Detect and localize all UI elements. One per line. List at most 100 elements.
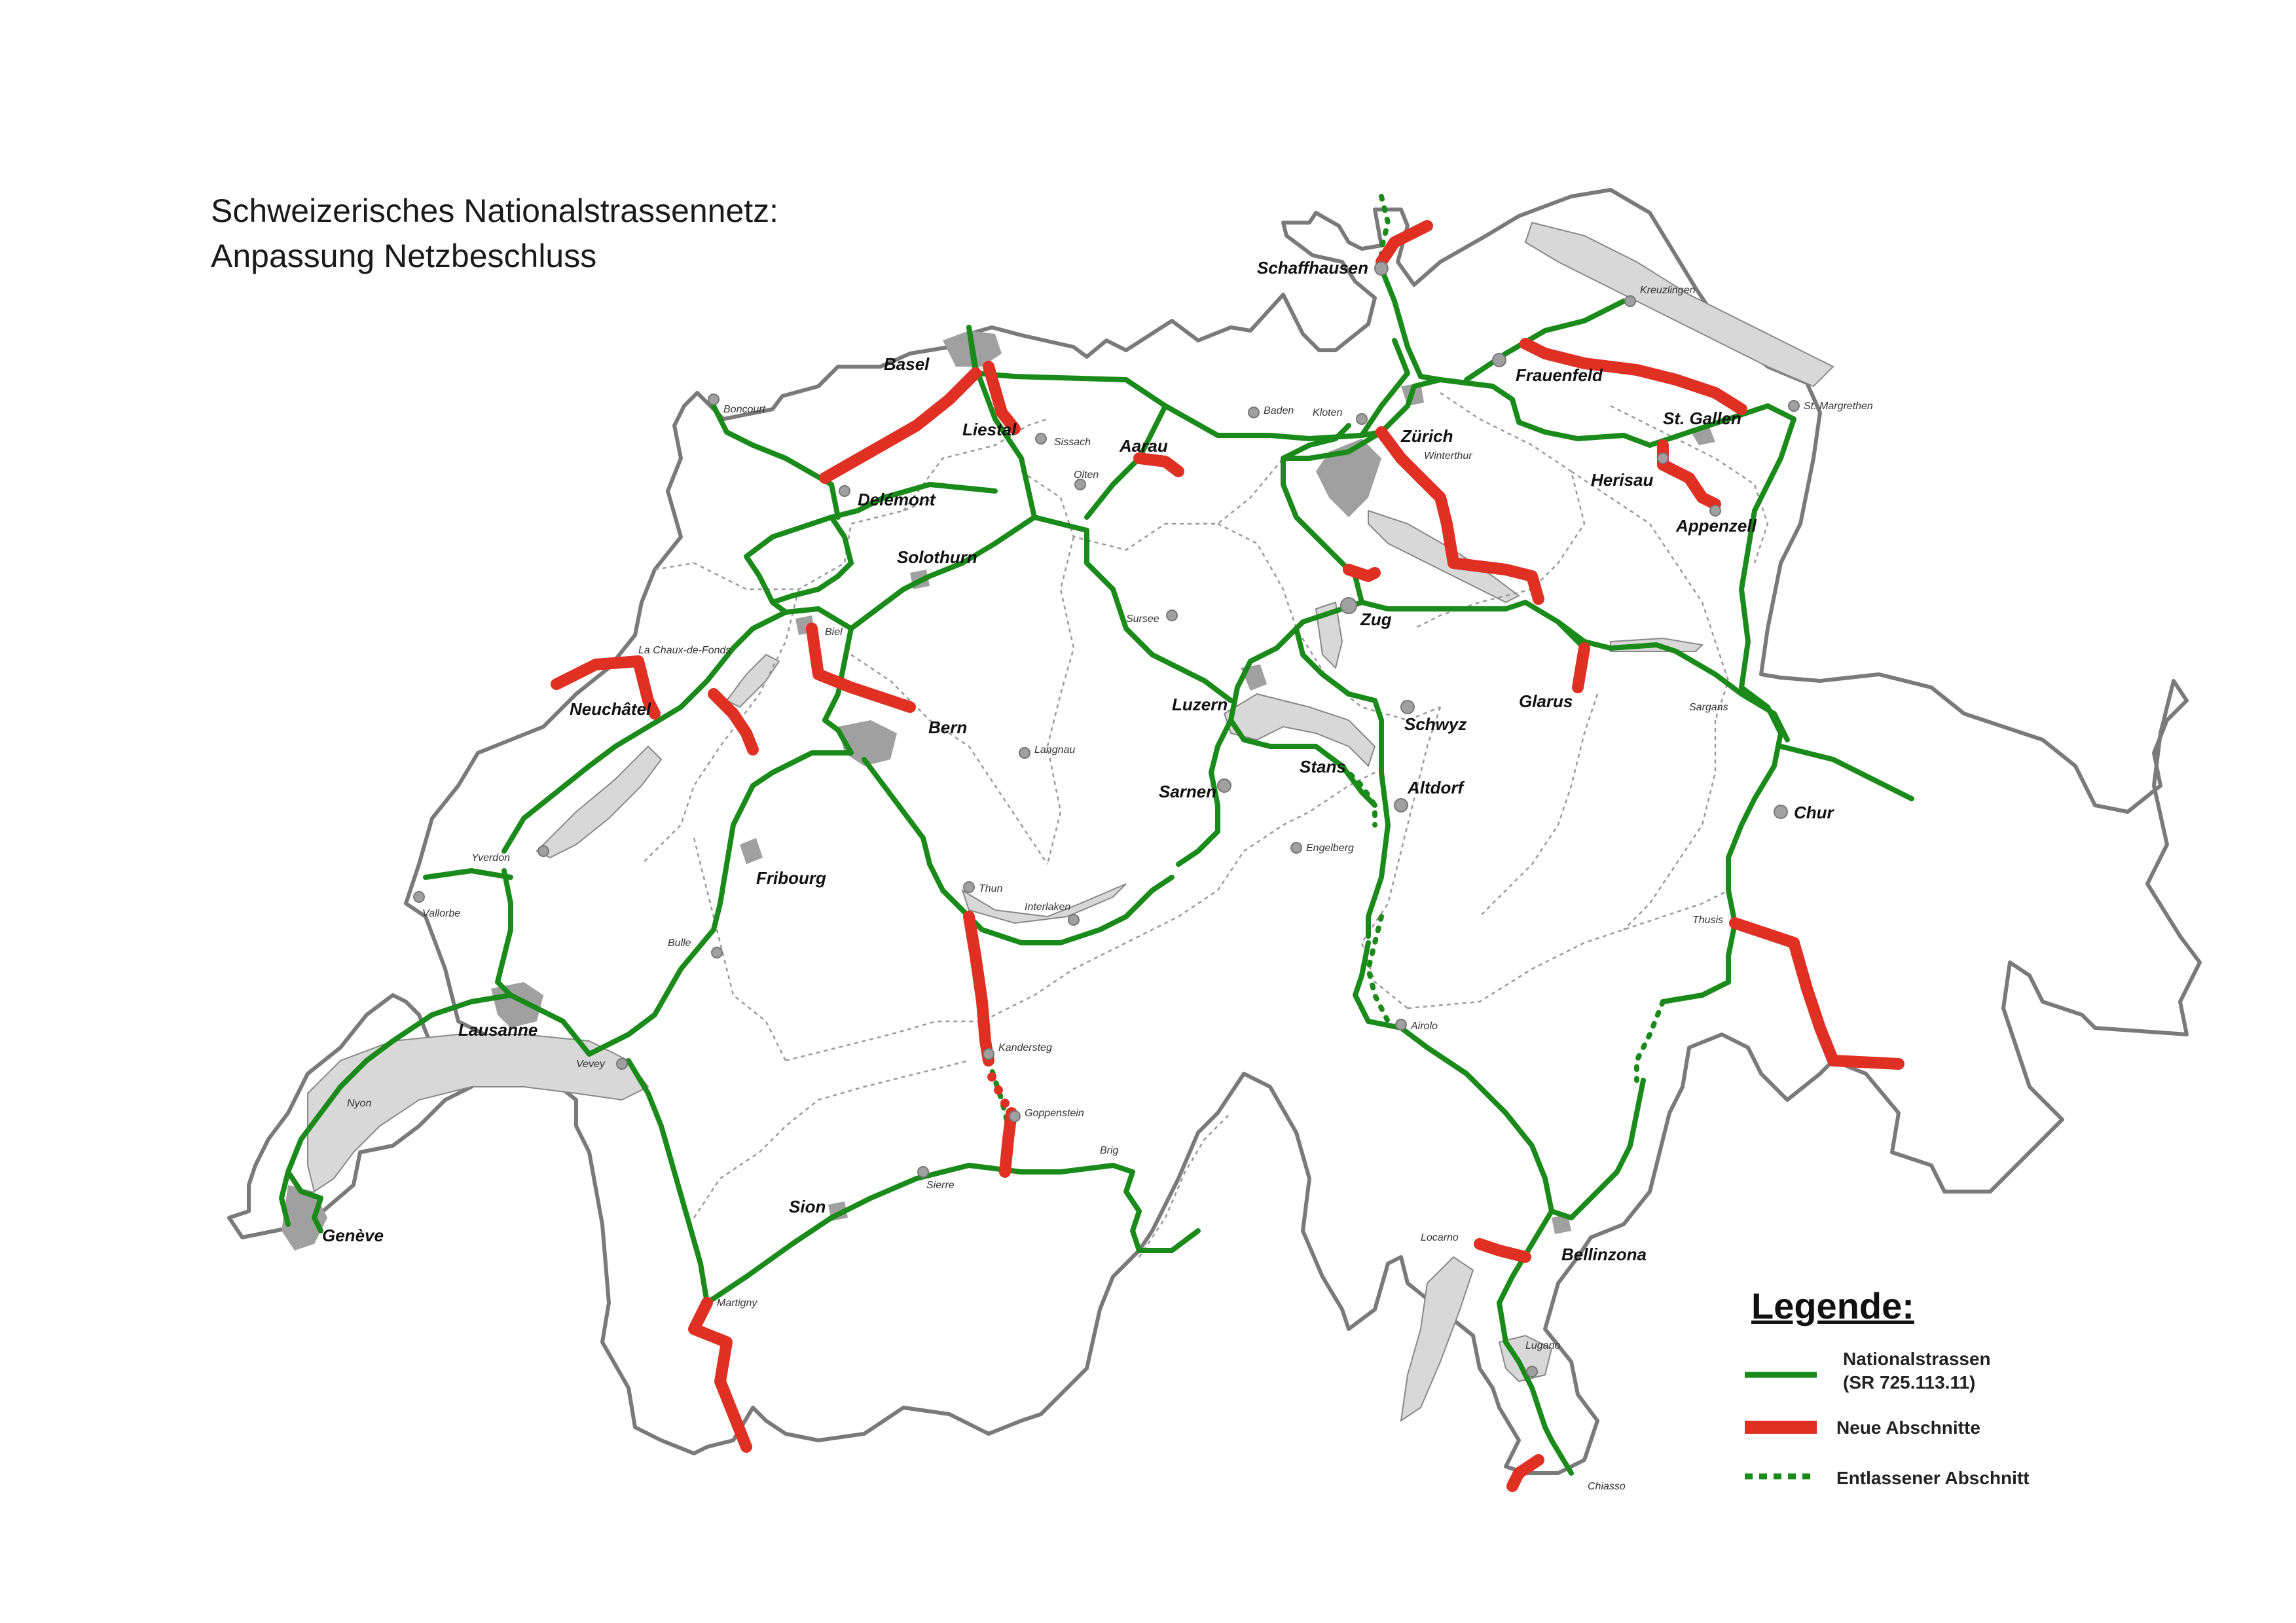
road-luzern-sarnen [1176,718,1233,867]
city-area-bellinzona [1552,1214,1571,1234]
new-frauenfeld-stgallen [1520,338,1747,415]
lakes [307,221,1834,1423]
marker-bulle [711,947,723,958]
label-stgallen: St. Gallen [1663,409,1741,428]
label-winterthur: Winterthur [1424,450,1472,462]
marker-appenzell [1709,505,1721,517]
label-lugano: Lugano [1525,1340,1560,1351]
city-area-lausanne [491,982,543,1028]
label-zug: Zug [1360,610,1392,629]
label-airolo: Airolo [1410,1021,1438,1032]
canton-borders [641,392,1769,1258]
road-martigny-brig [704,1163,1201,1305]
road-lausanne-geneve [279,993,513,1227]
road-olten-solothurn-bern [744,482,1037,631]
label-geneve: Genève [322,1226,384,1245]
marker-olten [1074,479,1086,490]
new-locarno [1474,1238,1531,1263]
road-zurich-zug [1281,429,1790,742]
label-solothurn: Solothurn [897,547,977,567]
new-bern-biel [806,623,916,713]
label-vevey: Vevey [576,1059,606,1070]
marker-herisau [1657,452,1669,464]
map-title: Schweizerisches Nationalstrassennetz: [211,192,779,229]
label-yverdon: Yverdon [471,852,510,864]
new-sections [551,220,1904,1492]
marker-delemont [839,485,850,497]
label-basel: Basel [884,354,930,374]
label-stmargrethen: St. Margrethen [1804,401,1873,412]
label-langnau: Langnau [1034,744,1075,756]
road-zurich-stgallen [1379,377,1796,690]
marker-altdorf [1394,798,1408,812]
marker-sursee [1166,610,1178,621]
marker-baden [1248,407,1260,418]
marker-zug [1340,597,1357,614]
lake-thun [961,883,1127,924]
kandersteg-dots [987,1072,1010,1108]
label-liestal: Liestal [962,420,1017,439]
label-martigny: Martigny [717,1298,757,1309]
city-area-fribourg [740,838,763,864]
lake-lugano [1498,1334,1553,1383]
city-area-geneve [282,1185,327,1250]
road-airolo-bellinzona [1366,1019,1554,1214]
road-geneve-links [285,1169,323,1233]
label-baden: Baden [1264,405,1294,416]
new-schaffhausen [1376,220,1433,268]
marker-stmargrethen [1788,400,1800,412]
road-airolo-link [1353,940,1371,1024]
marker-frauenfeld [1492,353,1506,367]
road-gotthard [1294,626,1391,939]
discharged-sections [986,194,1666,1129]
label-thun: Thun [979,883,1003,894]
lake-zug [1315,601,1343,669]
marker-engelberg [1290,842,1302,854]
new-liestal [983,361,1021,435]
label-sargans: Sargans [1689,702,1728,713]
road-basel-zurich [966,325,1384,441]
new-martigny-south [688,1297,752,1453]
label-kandersteg: Kandersteg [998,1042,1052,1053]
label-kreuzlingen: Kreuzlingen [1640,285,1696,296]
marker-chur [1774,805,1788,819]
road-zurich-airport [1281,423,1351,461]
label-appenzell: Appenzell [1675,516,1757,536]
lake-zurich [1368,509,1520,604]
road-zurich-nord [1359,338,1410,438]
discharged-sanbernardino [1634,999,1666,1083]
new-herisau-appenzell [1657,439,1721,510]
marker-kloten [1356,413,1368,425]
label-sursee: Sursee [1126,613,1159,625]
lake-constance [1524,221,1834,388]
label-thusis: Thusis [1692,915,1723,926]
lake-geneva [307,1034,649,1193]
new-zurich-oberland [1376,426,1544,605]
label-delemont: Delémont [858,490,936,509]
road-zug-luzern [1228,600,1377,808]
marker-yverdon [538,845,549,857]
label-boncourt: Boncourt [723,404,766,415]
road-delemont-biel [770,515,854,605]
label-chiasso: Chiasso [1588,1481,1626,1492]
new-thun-kandersteg [963,911,994,1067]
label-brig: Brig [1100,1145,1119,1156]
city-area-zurich [1316,439,1381,517]
road-vallorbe-yverdon [423,868,513,880]
city-areas [282,331,1715,1250]
label-stans: Stans [1300,757,1346,776]
marker-vallorbe [413,891,425,903]
label-chur: Chur [1794,803,1835,822]
road-boncourt-delemont [711,403,841,520]
marker-sissach [1035,433,1047,445]
country-border [227,188,2202,1475]
label-vallorbe: Vallorbe [422,908,460,919]
road-yverdon-lausanne [495,868,513,998]
new-glarus [1572,642,1590,693]
road-bern-lausanne [508,718,854,1057]
new-chiasso [1506,1454,1544,1492]
road-biel-yverdon [501,610,788,854]
city-labels: Schaffhausen Basel Liestal Aarau Zürich … [322,258,1873,1492]
label-interlaken: Interlaken [1025,902,1070,913]
marker-interlaken [1068,914,1080,926]
